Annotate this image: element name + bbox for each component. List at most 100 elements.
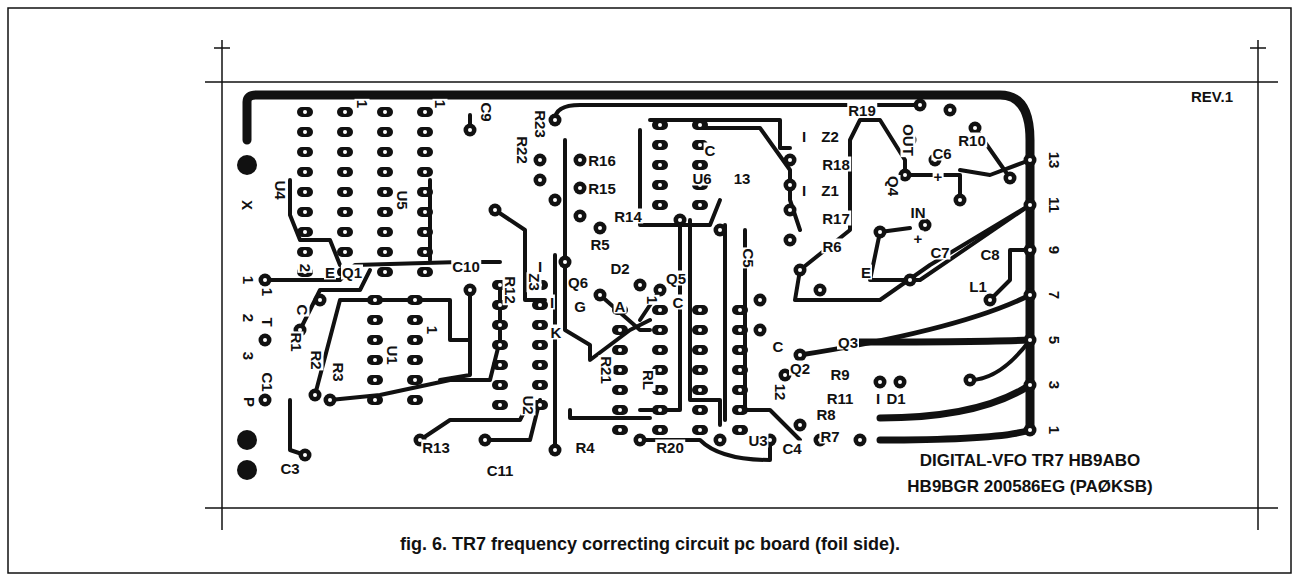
trace	[970, 340, 1030, 380]
solder-pad	[784, 234, 797, 247]
solder-pad	[692, 200, 708, 210]
component-label: Q5	[665, 271, 687, 286]
trace	[440, 290, 470, 380]
drill-hole	[303, 150, 307, 154]
component-label: D1	[885, 391, 906, 406]
solder-pad	[407, 355, 423, 365]
solder-pad	[1024, 334, 1037, 347]
drill-hole	[343, 250, 347, 254]
component-label: C6	[931, 146, 952, 161]
trace	[570, 410, 650, 418]
solder-pad	[984, 294, 997, 307]
component-label: Z3	[527, 272, 542, 292]
drill-hole	[598, 293, 602, 297]
component-label: R11	[826, 391, 855, 406]
drill-hole	[493, 208, 497, 212]
drill-hole	[658, 428, 662, 432]
drill-hole	[538, 383, 542, 387]
drill-hole	[383, 210, 387, 214]
solder-pad	[407, 335, 423, 345]
drill-hole	[783, 373, 787, 377]
solder-pad	[407, 295, 423, 305]
solder-pad	[549, 114, 562, 127]
component-label: 1	[355, 99, 370, 109]
drill-hole	[678, 218, 682, 222]
trace	[640, 130, 720, 225]
drill-hole	[303, 190, 307, 194]
solder-pad	[417, 187, 433, 197]
figure-frame	[8, 8, 1291, 573]
component-label: REV.1	[1190, 89, 1234, 104]
drill-hole	[498, 283, 502, 287]
drill-hole	[918, 103, 922, 107]
component-label: OUT	[901, 123, 916, 157]
component-label: I	[875, 391, 881, 406]
drill-hole	[498, 383, 502, 387]
drill-hole	[423, 230, 427, 234]
solder-pad	[784, 179, 797, 192]
board-edge	[205, 81, 1278, 83]
drill-hole	[658, 328, 662, 332]
component-label: U6	[691, 171, 712, 186]
solder-pad	[732, 425, 748, 435]
drill-hole	[263, 338, 267, 342]
component-label: 5	[1047, 335, 1062, 345]
solder-pad	[964, 374, 977, 387]
solder-pad	[574, 210, 587, 223]
solder-pad	[549, 194, 562, 207]
trace	[960, 160, 1030, 175]
trace	[795, 120, 1030, 300]
solder-pad	[532, 340, 548, 350]
trace	[640, 220, 680, 410]
component-label: 13	[733, 171, 752, 186]
component-label: C8	[979, 247, 1000, 262]
drill-hole	[988, 298, 992, 302]
drill-hole	[423, 110, 427, 114]
component-label: 3	[241, 351, 256, 361]
board-edge	[1257, 40, 1259, 530]
corner-tick	[1250, 47, 1266, 49]
solder-pad	[417, 207, 433, 217]
component-label: R19	[847, 103, 877, 118]
drill-hole	[383, 150, 387, 154]
solder-pad	[549, 444, 562, 457]
drill-hole	[383, 250, 387, 254]
solder-pad	[489, 204, 502, 217]
component-label: 3	[1047, 380, 1062, 390]
drill-hole	[383, 130, 387, 134]
component-label: R5	[589, 237, 610, 252]
drill-hole	[303, 210, 307, 214]
drill-hole	[878, 230, 882, 234]
drill-hole	[263, 278, 267, 282]
solder-pad	[692, 405, 708, 415]
trace	[880, 385, 1030, 418]
drill-hole	[738, 408, 742, 412]
drill-hole	[788, 238, 792, 242]
drill-hole	[303, 170, 307, 174]
solder-pad	[574, 154, 587, 167]
solder-pad	[652, 345, 668, 355]
solder-pad	[297, 207, 313, 217]
solder-pad	[652, 200, 668, 210]
component-label: R17	[821, 211, 851, 226]
solder-pad	[377, 127, 393, 137]
component-label: C3	[279, 461, 300, 476]
drill-hole	[958, 198, 962, 202]
solder-pad	[377, 247, 393, 257]
drill-hole	[718, 228, 722, 232]
drill-hole	[698, 368, 702, 372]
drill-hole	[423, 130, 427, 134]
solder-pad	[297, 227, 313, 237]
drill-hole	[383, 170, 387, 174]
trace	[290, 400, 305, 455]
drill-hole	[618, 368, 622, 372]
component-label: A	[614, 299, 627, 314]
solder-pad	[794, 419, 807, 432]
component-label: I	[549, 295, 555, 310]
solder-pad	[1024, 244, 1037, 257]
solder-pad	[532, 300, 548, 310]
component-label: Q3	[837, 335, 859, 350]
figure-caption: fig. 6. TR7 frequency correcting circuit…	[400, 534, 900, 555]
solder-pad	[714, 434, 727, 447]
